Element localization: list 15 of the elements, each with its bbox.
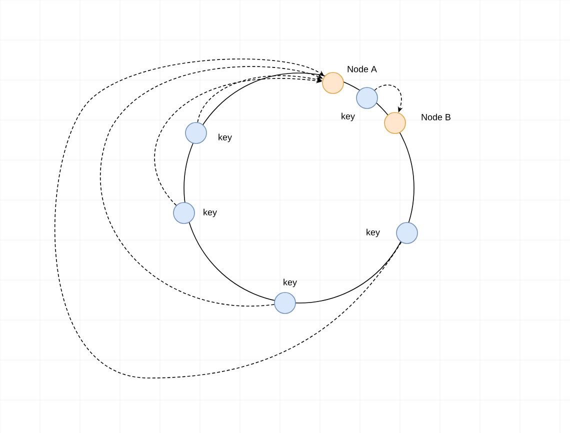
node-label: Node A <box>348 66 377 72</box>
circle-node <box>356 87 378 109</box>
node-label: key <box>366 228 380 238</box>
node-label: key <box>284 278 297 288</box>
circle-node <box>396 222 418 244</box>
circle-node <box>173 202 195 224</box>
node-label: Node B <box>422 114 450 120</box>
circle-node <box>185 122 207 144</box>
node-label: key <box>218 134 232 142</box>
arrow <box>54 58 402 378</box>
node-label: key <box>204 208 217 218</box>
circle-node <box>322 72 344 94</box>
circle-node <box>384 112 406 134</box>
circle-node <box>274 292 296 314</box>
node-label: key <box>342 112 355 122</box>
